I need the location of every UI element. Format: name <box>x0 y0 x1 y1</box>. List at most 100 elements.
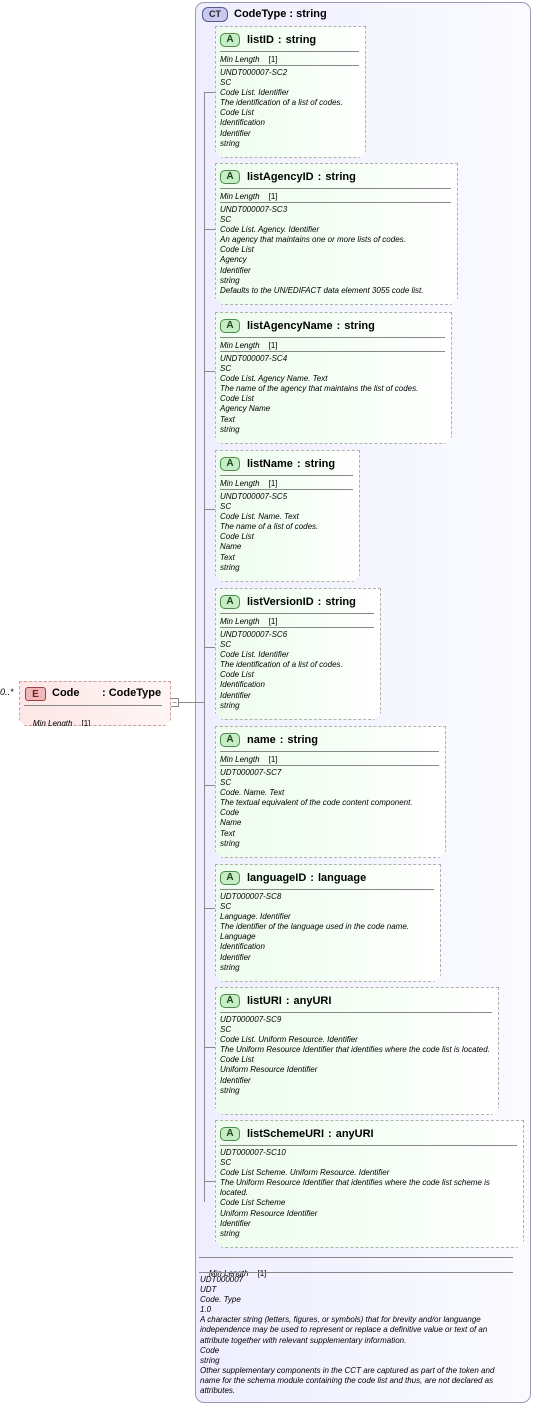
attribute-badge: A <box>220 33 240 47</box>
doc-line: SC <box>220 78 232 88</box>
doc-line: Agency <box>220 255 247 265</box>
doc-line: Code List <box>220 1055 254 1065</box>
attribute-divider <box>220 613 374 614</box>
doc-line: The name of a list of codes. <box>220 522 319 532</box>
attribute-badge: A <box>220 1127 240 1141</box>
attribute-branch-line <box>204 509 215 510</box>
attribute-divider <box>220 1145 517 1146</box>
attribute-facet-label: Min Length <box>220 479 260 488</box>
element-type: : CodeType <box>102 687 162 699</box>
doc-line: UDT000007 <box>200 1275 244 1284</box>
doc-line: Uniform Resource Identifier <box>220 1208 318 1218</box>
attribute-type: string <box>325 170 356 183</box>
doc-line: string <box>220 138 240 148</box>
attribute-type: anyURI <box>335 1127 374 1140</box>
doc-line: string <box>220 275 240 285</box>
attribute-facet: Min Length[1] <box>220 55 278 64</box>
attribute-type-sep: : <box>317 170 322 183</box>
doc-line: Name <box>220 818 242 828</box>
attribute-facet-divider <box>220 202 451 203</box>
doc-line: Language <box>220 932 256 942</box>
doc-line: The identification of a list of codes. <box>220 98 343 108</box>
attribute-facet-divider <box>220 627 374 628</box>
doc-line: UNDT000007-SC5 <box>220 492 288 501</box>
attribute-name: listAgencyName <box>247 319 333 332</box>
attribute-facet-label: Min Length <box>220 341 260 350</box>
doc-line: Code List. Agency. Identifier <box>220 225 320 235</box>
attribute-badge: A <box>220 595 240 609</box>
doc-line: An agency that maintains one or more lis… <box>220 235 406 245</box>
doc-line: The Uniform Resource Identifier that ide… <box>220 1178 490 1198</box>
attribute-facet-value: [1] <box>268 755 278 764</box>
doc-line: UDT000007-SC9 <box>220 1015 282 1024</box>
doc-line: SC <box>220 1158 232 1168</box>
doc-line: SC <box>220 640 232 650</box>
doc-line: Code List. Agency Name. Text <box>220 374 328 384</box>
doc-line: UDT000007-SC10 <box>220 1148 286 1157</box>
doc-line: UDT <box>200 1285 217 1295</box>
attribute-branch-line <box>204 1047 215 1048</box>
element-facet: Min Length[1] <box>24 710 90 737</box>
element-code-box[interactable]: E Code : CodeType Min Length[1] <box>19 681 171 726</box>
doc-line: Uniform Resource Identifier <box>220 1065 318 1075</box>
element-divider <box>24 705 162 706</box>
attribute-facet-value: [1] <box>268 341 278 350</box>
attribute-divider <box>220 51 359 52</box>
attribute-facet: Min Length [1] <box>220 755 278 764</box>
collapse-toggle[interactable]: − <box>170 698 179 707</box>
attribute-branch-line <box>204 371 215 372</box>
element-cardinality: 0..* <box>0 687 14 697</box>
doc-line: SC <box>220 1025 232 1035</box>
attribute-branch-line <box>204 908 215 909</box>
attribute-facet-value: [1] <box>268 192 278 201</box>
doc-line: Text <box>220 828 235 838</box>
doc-line: SC <box>220 364 232 374</box>
doc-line: Code. Name. Text <box>220 788 285 798</box>
attribute-type-sep: : <box>310 871 314 884</box>
doc-line: Code <box>220 808 240 818</box>
attribute-type-sep: : <box>336 319 341 332</box>
attribute-divider <box>220 751 439 752</box>
doc-line: string <box>220 962 240 972</box>
doc-line: Code <box>200 1345 220 1355</box>
doc-line: UNDT000007-SC6 <box>220 630 288 639</box>
attribute-facet-divider <box>220 65 359 66</box>
complex-type-base: string <box>296 8 327 20</box>
attribute-facet-label: Min Length <box>220 617 260 626</box>
doc-line: Code List. Uniform Resource. Identifier <box>220 1035 358 1045</box>
doc-line: string <box>220 1085 240 1095</box>
doc-line: UDT000007-SC7 <box>220 768 282 777</box>
attribute-name: listName <box>247 457 293 470</box>
doc-line: Code. Type <box>200 1295 241 1305</box>
attribute-facet-label: Min Length <box>220 755 260 764</box>
doc-line: UNDT000007-SC3 <box>220 205 288 214</box>
attribute-name: listAgencyID <box>247 170 314 183</box>
doc-line: Code List. Identifier <box>220 650 289 660</box>
attribute-name: listSchemeURI <box>247 1127 325 1140</box>
doc-line: Identifier <box>220 690 251 700</box>
doc-line: string <box>220 424 240 434</box>
attribute-divider <box>220 188 451 189</box>
doc-line: The identification of a list of codes. <box>220 660 343 670</box>
